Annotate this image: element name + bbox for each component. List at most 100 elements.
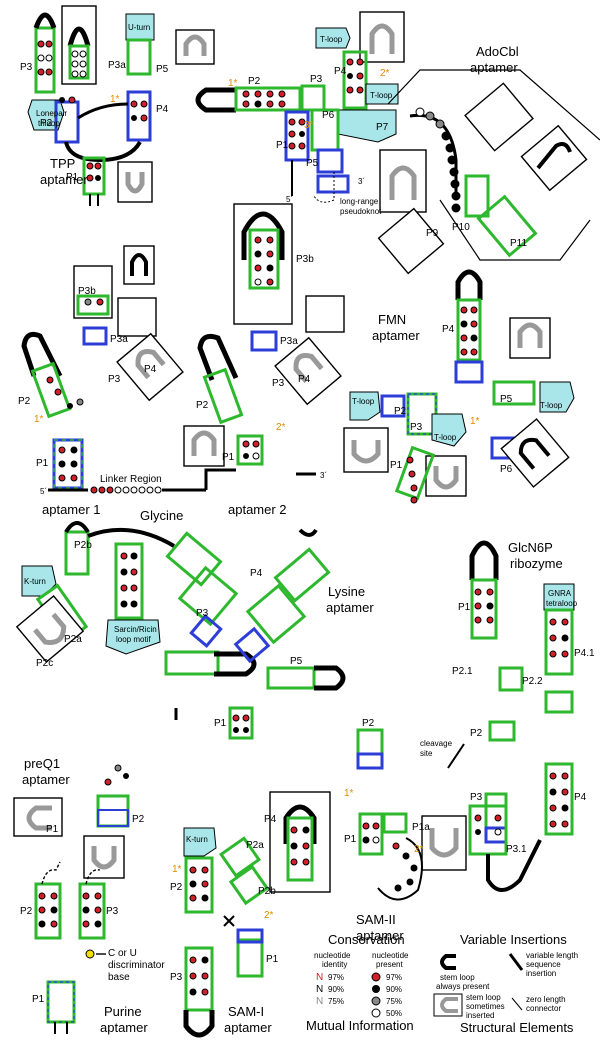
purine-stem-p1: P1 (32, 994, 45, 1005)
samii-aptamer: P2 P1 P1a 1* 2* SAM-II aptamer (344, 718, 430, 943)
adocbl-motif-tloop-2: T-loop (370, 91, 393, 100)
preq1-stem-p1: P1 (46, 824, 59, 835)
legend-varlen-3: insertion (526, 969, 556, 978)
adocbl-stem-p5: P5 (306, 158, 319, 169)
adocbl-stem-p1: P1 (276, 140, 289, 151)
glcn6p-stem-p3-1: P3.1 (506, 844, 527, 855)
preq1-title-line2: aptamer (22, 772, 70, 787)
samii-title-line2: aptamer (356, 928, 404, 943)
samii-stem-p1a: P1a (412, 822, 430, 833)
legend-structural-elements: Structural Elements (460, 1020, 574, 1035)
adocbl-stem-p4: P4 (334, 66, 347, 77)
sami-stem-p2: P2 (170, 882, 183, 893)
legend-always-1: stem loop (440, 973, 475, 982)
purine-discriminator-3: base (108, 972, 130, 983)
lysine-aptamer: P2b P2a P2c P3 P4 P5 P1 K-turn Sarcin/Ri… (15, 521, 374, 740)
tpp-stem-p1: P1 (66, 172, 79, 183)
legend-zero-icon (511, 997, 523, 1011)
glycine1-stem-p3b: P3b (78, 286, 96, 297)
legend-variable-insertions: Variable Insertions stem loop always pre… (433, 932, 578, 1020)
glycine2-star: 2* (276, 422, 286, 433)
legend-present-dot-0 (371, 972, 381, 982)
glycine1-star: 1* (34, 414, 44, 425)
purine-title-line1: Purine (104, 1004, 142, 1019)
fmn-star: 1* (470, 416, 480, 427)
tpp-motif-uturn: U-turn (128, 23, 150, 32)
purine-stem-p3: P3 (106, 906, 119, 917)
sami-star-1: 1* (172, 864, 182, 875)
legend-present-dot-1 (372, 985, 380, 993)
adocbl-star-2: 2* (380, 68, 390, 79)
samii-stem-p1: P1 (344, 834, 357, 845)
legend-sometimes-2: sometimes (466, 1002, 505, 1011)
lysine-stem-p2c: P2c (36, 658, 53, 669)
glycine1-end5: 5´ (40, 487, 47, 496)
adocbl-stem-p6: P6 (322, 110, 335, 121)
glycine-aptamer2-label: aptamer 2 (228, 502, 287, 517)
adocbl-end5: 5´ (286, 195, 293, 204)
glycine2-stem-p3: P3 (272, 378, 285, 389)
preq1-title-line1: preQ1 (24, 756, 60, 771)
glycine2-end3: 3´ (320, 471, 327, 480)
lysine-stem-p3: P3 (196, 608, 209, 619)
legend-identity-value-1: 90% (328, 985, 344, 994)
fmn-stem-p6: P6 (500, 464, 513, 475)
glcn6p-gnra-2: tetraloop (546, 599, 578, 608)
fmn-title-line2: aptamer (372, 328, 420, 343)
adocbl-star-3: 3* (304, 120, 314, 131)
fmn-stem-p1: P1 (390, 460, 403, 471)
sami-stem-p2a: P2a (246, 840, 264, 851)
adocbl-stem-p3: P3 (310, 74, 323, 85)
purine-discriminator-1: C or U (108, 948, 137, 959)
legend-conservation-title: Conservation (328, 932, 405, 947)
sami-motif-kturn: K-turn (186, 835, 208, 844)
lysine-stem-p5: P5 (290, 656, 303, 667)
preq1-aptamer: P2 P1 preQ1 aptamer (13, 708, 178, 879)
sami-title-line2: aptamer (224, 1020, 272, 1035)
fmn-stem-p3: P3 (410, 422, 423, 433)
purine-stem-p2: P2 (20, 906, 33, 917)
legend-identity-head-1: nucleotide (314, 951, 351, 960)
legend-varlen-2: sequence (526, 960, 561, 969)
tpp-aptamer: P3 P3a P2 P5 P4 P1 Lonepair triloop U-tu… (20, 5, 215, 206)
adocbl-title-line1: AdoCbl (476, 44, 519, 59)
adocbl-stem-p11: P11 (510, 238, 527, 249)
sami-stem-p4: P4 (264, 814, 277, 825)
adocbl-stem-p10: P10 (452, 222, 470, 233)
sami-aptamer: P4 P2 P2a P2b P3 P1 K-turn 1* 2* SAM-I a… (170, 791, 331, 1038)
glycine-title: Glycine (140, 508, 183, 523)
fmn-motif-tloop-1: T-loop (352, 397, 375, 406)
tpp-motif-lonepair-2: triloop (38, 119, 60, 128)
adocbl-star-1: 1* (228, 78, 238, 89)
tpp-stem-p4: P4 (156, 104, 169, 115)
glycine2-stem-p3b: P3b (296, 254, 314, 265)
glcn6p-stem-p4-1: P4.1 (574, 648, 595, 659)
legend-present-head-1: nucleotide (372, 951, 409, 960)
lysine-motif-sarcin-2: loop motif (116, 635, 151, 644)
lysine-stem-p1: P1 (214, 718, 227, 729)
fmn-stem-p4: P4 (442, 324, 455, 335)
adocbl-stem-p9: P9 (426, 228, 439, 239)
lysine-stem-p4: P4 (250, 568, 263, 579)
glcn6p-stem-p2-2: P2.2 (522, 676, 543, 687)
legend-mutual-title: Mutual Information (306, 1018, 414, 1033)
legend-structural-title: Structural Elements (460, 1020, 574, 1035)
sami-star-2: 2* (264, 910, 274, 921)
glycine-aptamers: P3b P3a P3 P2 P1 P4 1* 5´ Linker Region … (18, 203, 345, 523)
tpp-stem-p2: P2 (40, 118, 53, 129)
glycine1-stem-p2: P2 (18, 396, 31, 407)
tpp-stem-p5: P5 (156, 64, 169, 75)
tpp-stem-p3a: P3a (108, 60, 126, 71)
legend-identity-letter-2: N (316, 996, 323, 1007)
samii-title-line1: SAM-II (356, 912, 396, 927)
legend-zero-1: zero length (526, 995, 566, 1004)
lysine-motif-kturn: K-turn (24, 577, 46, 586)
glcn6p-stem-p1: P1 (458, 602, 471, 613)
fmn-stem-p2: P2 (394, 406, 407, 417)
adocbl-note-line2: pseudoknot (340, 207, 382, 216)
glycine2-stem-p2: P2 (196, 400, 209, 411)
glycine1-stem-p3a: P3a (110, 334, 128, 345)
adocbl-motif-tloop-1: T-loop (320, 35, 343, 44)
legend-present-value-3: 50% (386, 1009, 402, 1018)
